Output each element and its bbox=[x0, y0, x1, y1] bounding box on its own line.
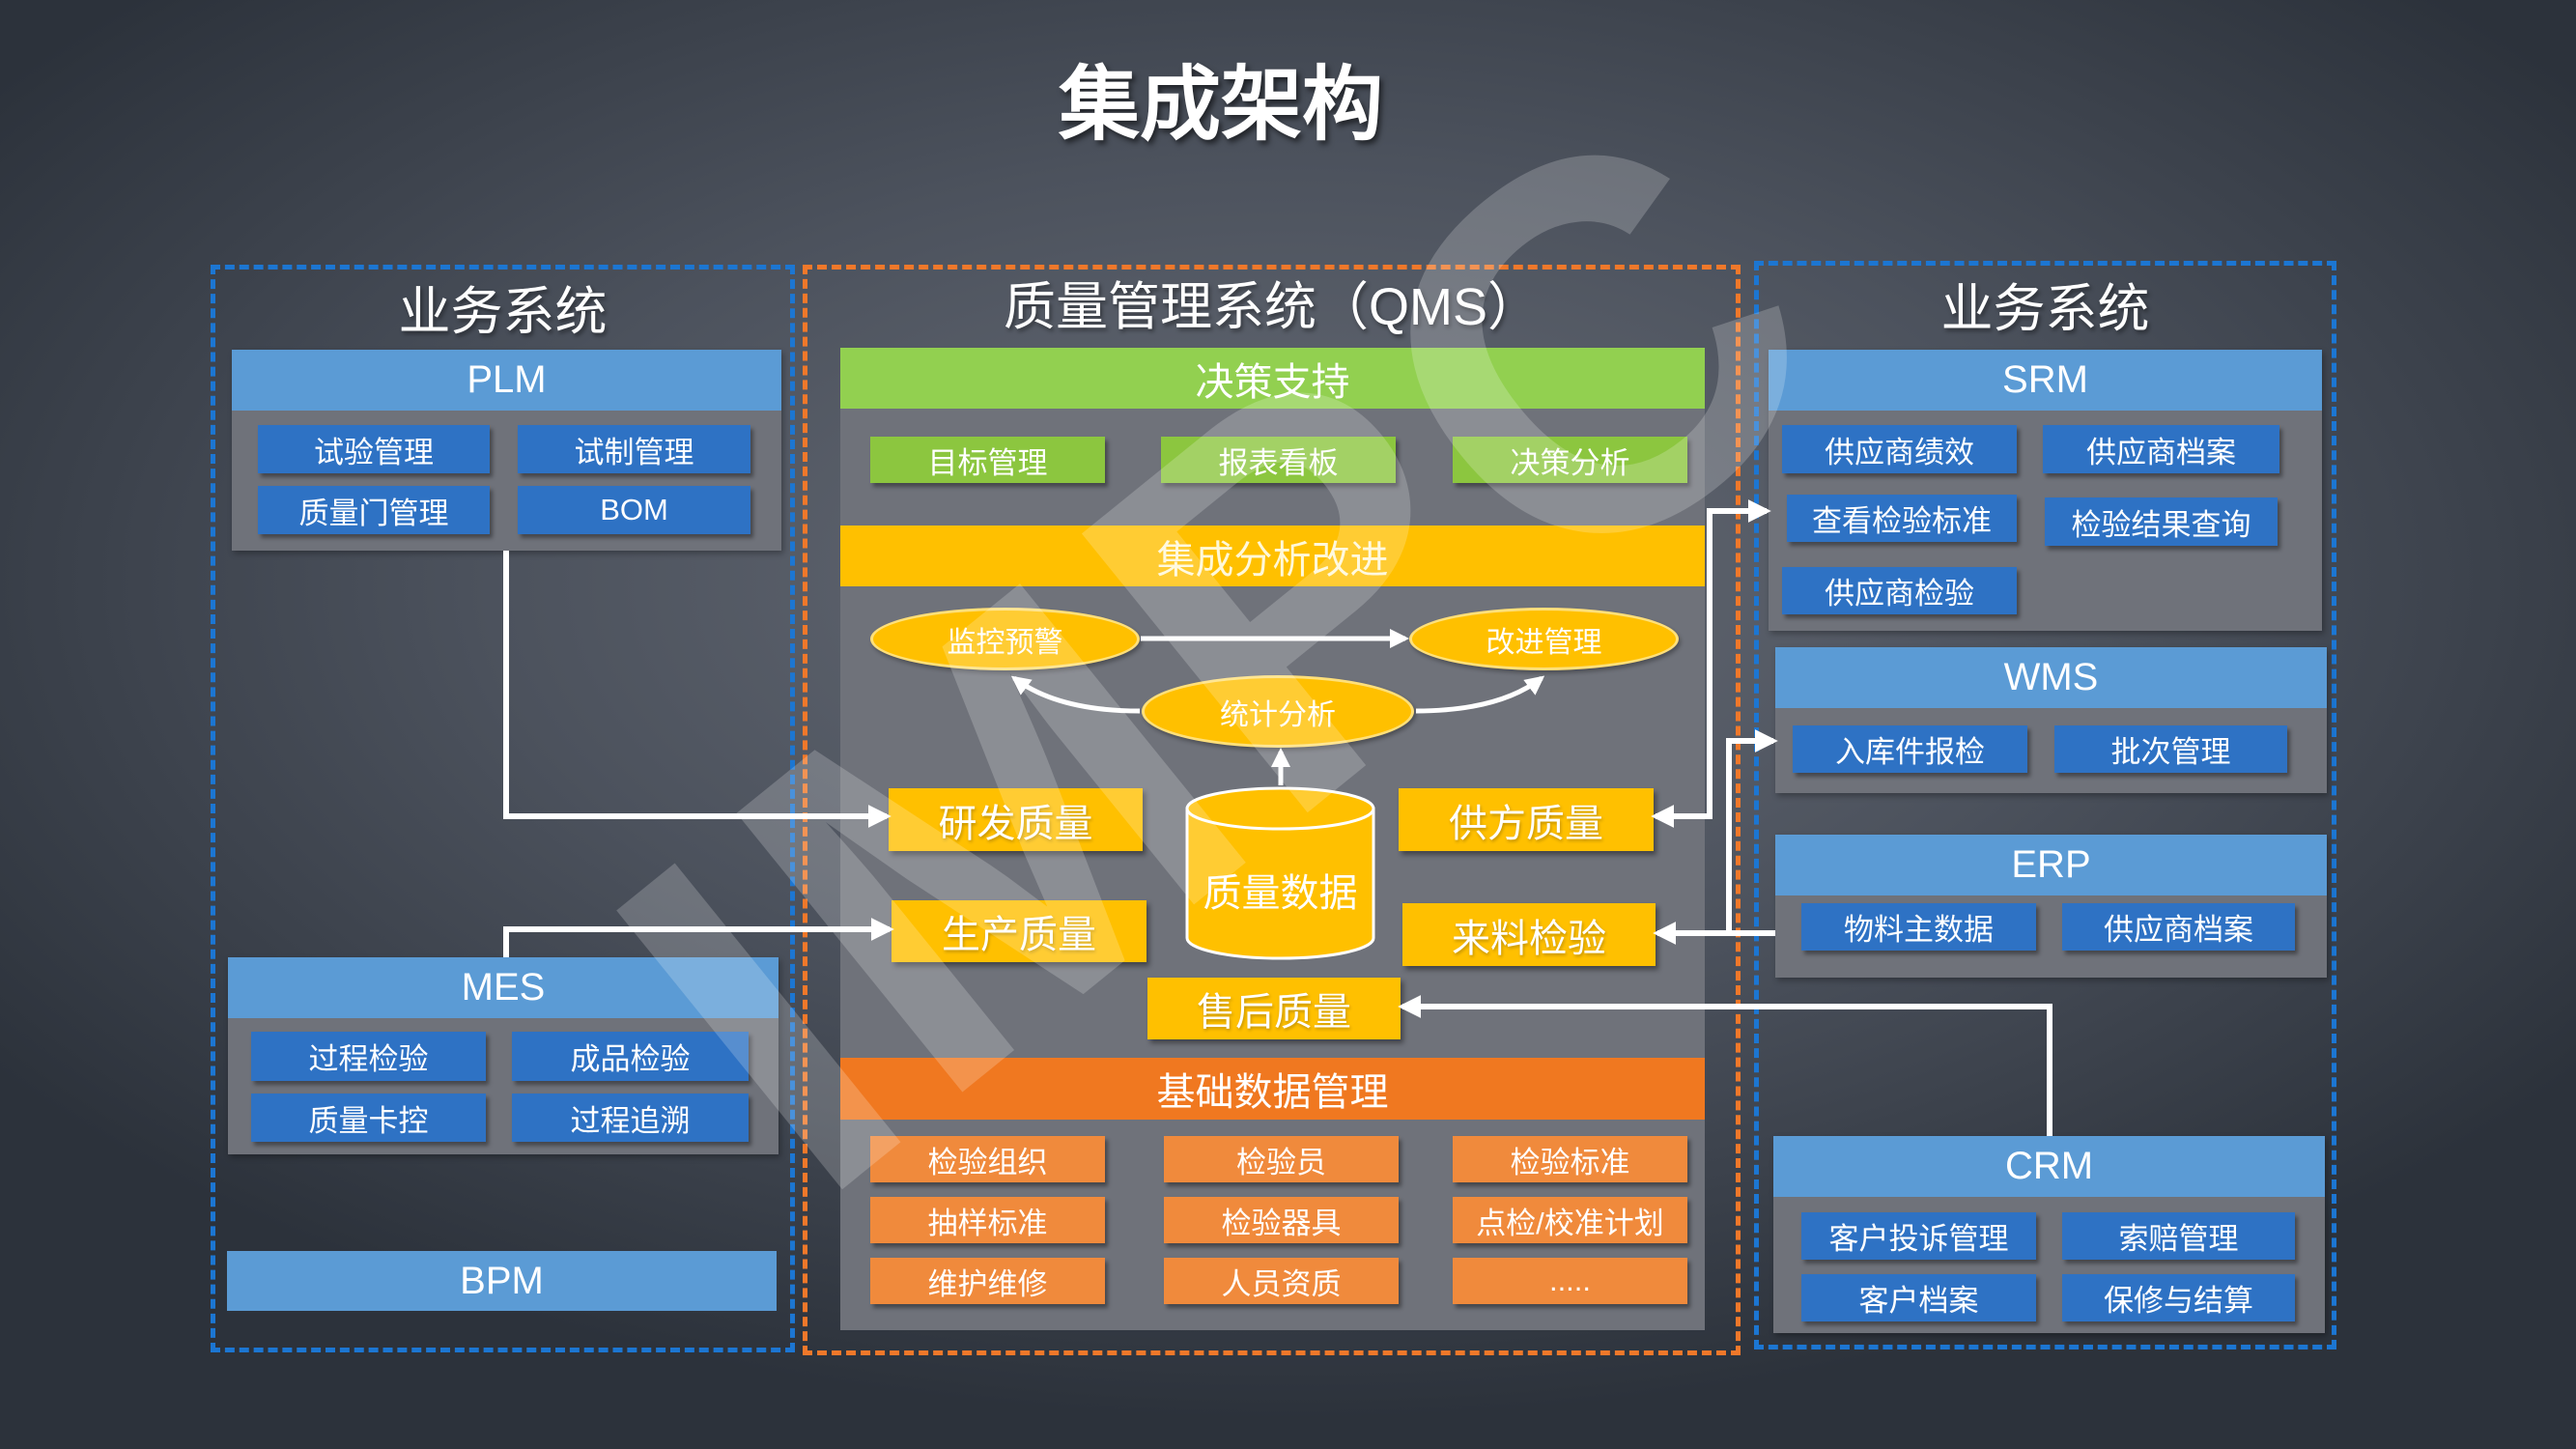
database-icon bbox=[1185, 786, 1375, 960]
base-item-more: ..... bbox=[1453, 1258, 1687, 1304]
stats-to-monitor-arrow bbox=[1010, 675, 1141, 714]
srm-panel: SRM 供应商绩效 供应商档案 查看检验标准 检验结果查询 供应商检验 bbox=[1769, 350, 2322, 631]
srm-header: SRM bbox=[1769, 350, 2322, 411]
decision-item-analysis: 决策分析 bbox=[1453, 437, 1687, 483]
stats-to-improve-arrow bbox=[1415, 675, 1545, 714]
improvement-ellipse: 改进管理 bbox=[1409, 608, 1679, 670]
plm-panel: PLM 试验管理 试制管理 质量门管理 BOM bbox=[232, 350, 781, 551]
decision-support-bar: 决策支持 bbox=[840, 348, 1705, 409]
base-item-maintenance: 维护维修 bbox=[870, 1258, 1105, 1304]
crm-panel: CRM 客户投诉管理 索赔管理 客户档案 保修与结算 bbox=[1773, 1136, 2325, 1333]
mes-panel: MES 过程检验 成品检验 质量卡控 过程追溯 bbox=[228, 957, 778, 1154]
production-quality-box: 生产质量 bbox=[892, 900, 1146, 962]
wms-item-batch-management: 批次管理 bbox=[2054, 725, 2287, 773]
wms-incoming-connector bbox=[1653, 729, 1778, 945]
erp-item-material-master: 物料主数据 bbox=[1801, 903, 2036, 951]
crm-item-customer-profile: 客户档案 bbox=[1801, 1274, 2036, 1321]
plm-item-prototype-management: 试制管理 bbox=[518, 425, 750, 473]
erp-panel: ERP 物料主数据 供应商档案 bbox=[1775, 835, 2327, 978]
base-item-calibration-plan: 点检/校准计划 bbox=[1453, 1197, 1687, 1243]
supplier-quality-box: 供方质量 bbox=[1399, 788, 1654, 851]
plm-item-bom: BOM bbox=[518, 486, 750, 534]
srm-item-supplier-inspection: 供应商检验 bbox=[1782, 567, 2017, 614]
srm-item-result-query: 检验结果查询 bbox=[2045, 497, 2278, 546]
right-group-title: 业务系统 bbox=[1940, 280, 2150, 338]
wms-header: WMS bbox=[1775, 647, 2327, 708]
after-sales-quality-box: 售后质量 bbox=[1147, 978, 1401, 1039]
erp-header: ERP bbox=[1775, 835, 2327, 895]
decision-item-report: 报表看板 bbox=[1161, 437, 1396, 483]
mes-to-production-connector bbox=[503, 918, 894, 957]
left-group-title: 业务系统 bbox=[398, 283, 608, 341]
srm-item-view-standard: 查看检验标准 bbox=[1787, 495, 2017, 542]
incoming-inspection-box: 来料检验 bbox=[1402, 903, 1656, 966]
erp-item-supplier-profile: 供应商档案 bbox=[2062, 903, 2295, 951]
base-item-inspection-tools: 检验器具 bbox=[1164, 1197, 1399, 1243]
left-business-group bbox=[211, 265, 795, 1352]
rd-quality-box: 研发质量 bbox=[889, 788, 1143, 851]
decision-item-target: 目标管理 bbox=[870, 437, 1105, 483]
crm-header: CRM bbox=[1773, 1136, 2325, 1197]
base-data-bar: 基础数据管理 bbox=[840, 1058, 1705, 1120]
base-item-inspection-org: 检验组织 bbox=[870, 1136, 1105, 1182]
base-item-sampling-standard: 抽样标准 bbox=[870, 1197, 1105, 1243]
mes-item-quality-control: 质量卡控 bbox=[251, 1094, 486, 1142]
plm-item-trial-management: 试验管理 bbox=[258, 425, 490, 473]
crm-item-complaint-management: 客户投诉管理 bbox=[1801, 1212, 2036, 1260]
base-item-inspection-standard: 检验标准 bbox=[1453, 1136, 1687, 1182]
base-item-personnel-qualification: 人员资质 bbox=[1164, 1258, 1399, 1304]
quality-data-cylinder: 质量数据 bbox=[1184, 785, 1376, 961]
mes-item-process-inspection: 过程检验 bbox=[251, 1032, 486, 1081]
base-item-inspector: 检验员 bbox=[1164, 1136, 1399, 1182]
plm-header: PLM bbox=[232, 350, 781, 411]
mes-header: MES bbox=[228, 957, 778, 1018]
mes-item-process-trace: 过程追溯 bbox=[512, 1094, 749, 1142]
crm-item-warranty-settlement: 保修与结算 bbox=[2062, 1274, 2295, 1321]
mes-item-final-inspection: 成品检验 bbox=[512, 1032, 749, 1081]
crm-item-claim-management: 索赔管理 bbox=[2062, 1212, 2295, 1260]
bpm-bar: BPM bbox=[227, 1251, 777, 1311]
srm-item-supplier-performance: 供应商绩效 bbox=[1782, 425, 2017, 473]
qms-group-title: 质量管理系统（QMS） bbox=[1003, 278, 1540, 336]
integrated-analysis-bar: 集成分析改进 bbox=[840, 526, 1705, 586]
statistics-ellipse: 统计分析 bbox=[1142, 675, 1414, 748]
plm-to-rd-connector bbox=[503, 551, 892, 828]
wms-panel: WMS 入库件报检 批次管理 bbox=[1775, 647, 2327, 793]
quality-data-label: 质量数据 bbox=[1203, 872, 1358, 915]
page-title: 集成架构 bbox=[1058, 59, 1384, 150]
srm-supplier-connector bbox=[1651, 499, 1771, 828]
monitor-warning-ellipse: 监控预警 bbox=[870, 608, 1140, 670]
wms-item-inbound-inspection: 入库件报检 bbox=[1793, 725, 2027, 773]
srm-item-supplier-profile: 供应商档案 bbox=[2043, 425, 2279, 473]
crm-aftersales-connector bbox=[1398, 995, 2052, 1136]
plm-item-quality-gate: 质量门管理 bbox=[258, 486, 490, 534]
